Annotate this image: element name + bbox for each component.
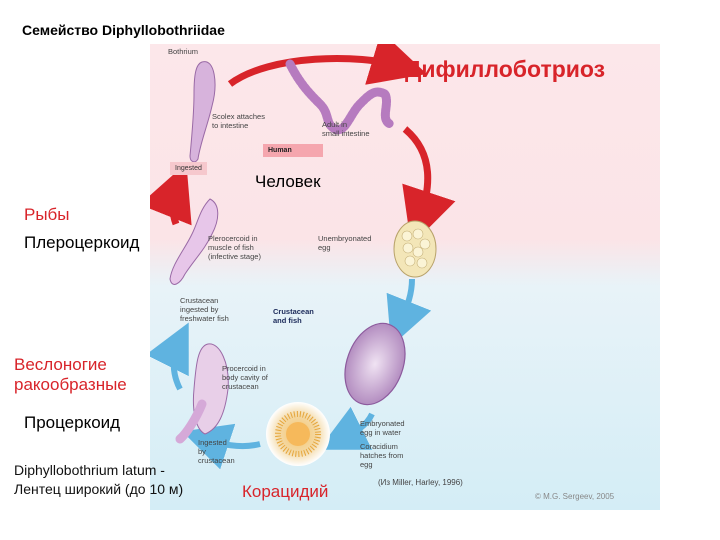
source-credit: (Из Miller, Harley, 1996) [378,478,463,487]
label-human-ru: Человек [255,172,321,192]
diagram-title: Дифиллоботриоз [405,56,605,83]
label-plerocercoid-ru: Плероцеркоид [24,233,139,253]
label-procercoid-ru: Процеркоид [24,413,120,433]
label-copepods-line1: Веслоногие [14,355,107,375]
label-coracidium-ru: Корацидий [242,482,328,502]
copyright: © M.G. Sergeev, 2005 [535,492,614,501]
label-fish-ru: Рыбы [24,205,70,225]
label-human-box: Human [263,144,323,157]
arrow-plerocercoid-to-scolex [173,189,176,224]
label-ingested: Ingested [170,162,207,175]
label-bothrium: Bothrium [168,47,198,56]
label-copepods-line2: ракообразные [14,375,127,395]
slide-title: Семейство Diphyllobothriidae [22,22,225,38]
russian-name: Лентец широкий (до 10 м) [14,481,183,497]
latin-name: Diphyllobothrium latum - [14,462,165,478]
